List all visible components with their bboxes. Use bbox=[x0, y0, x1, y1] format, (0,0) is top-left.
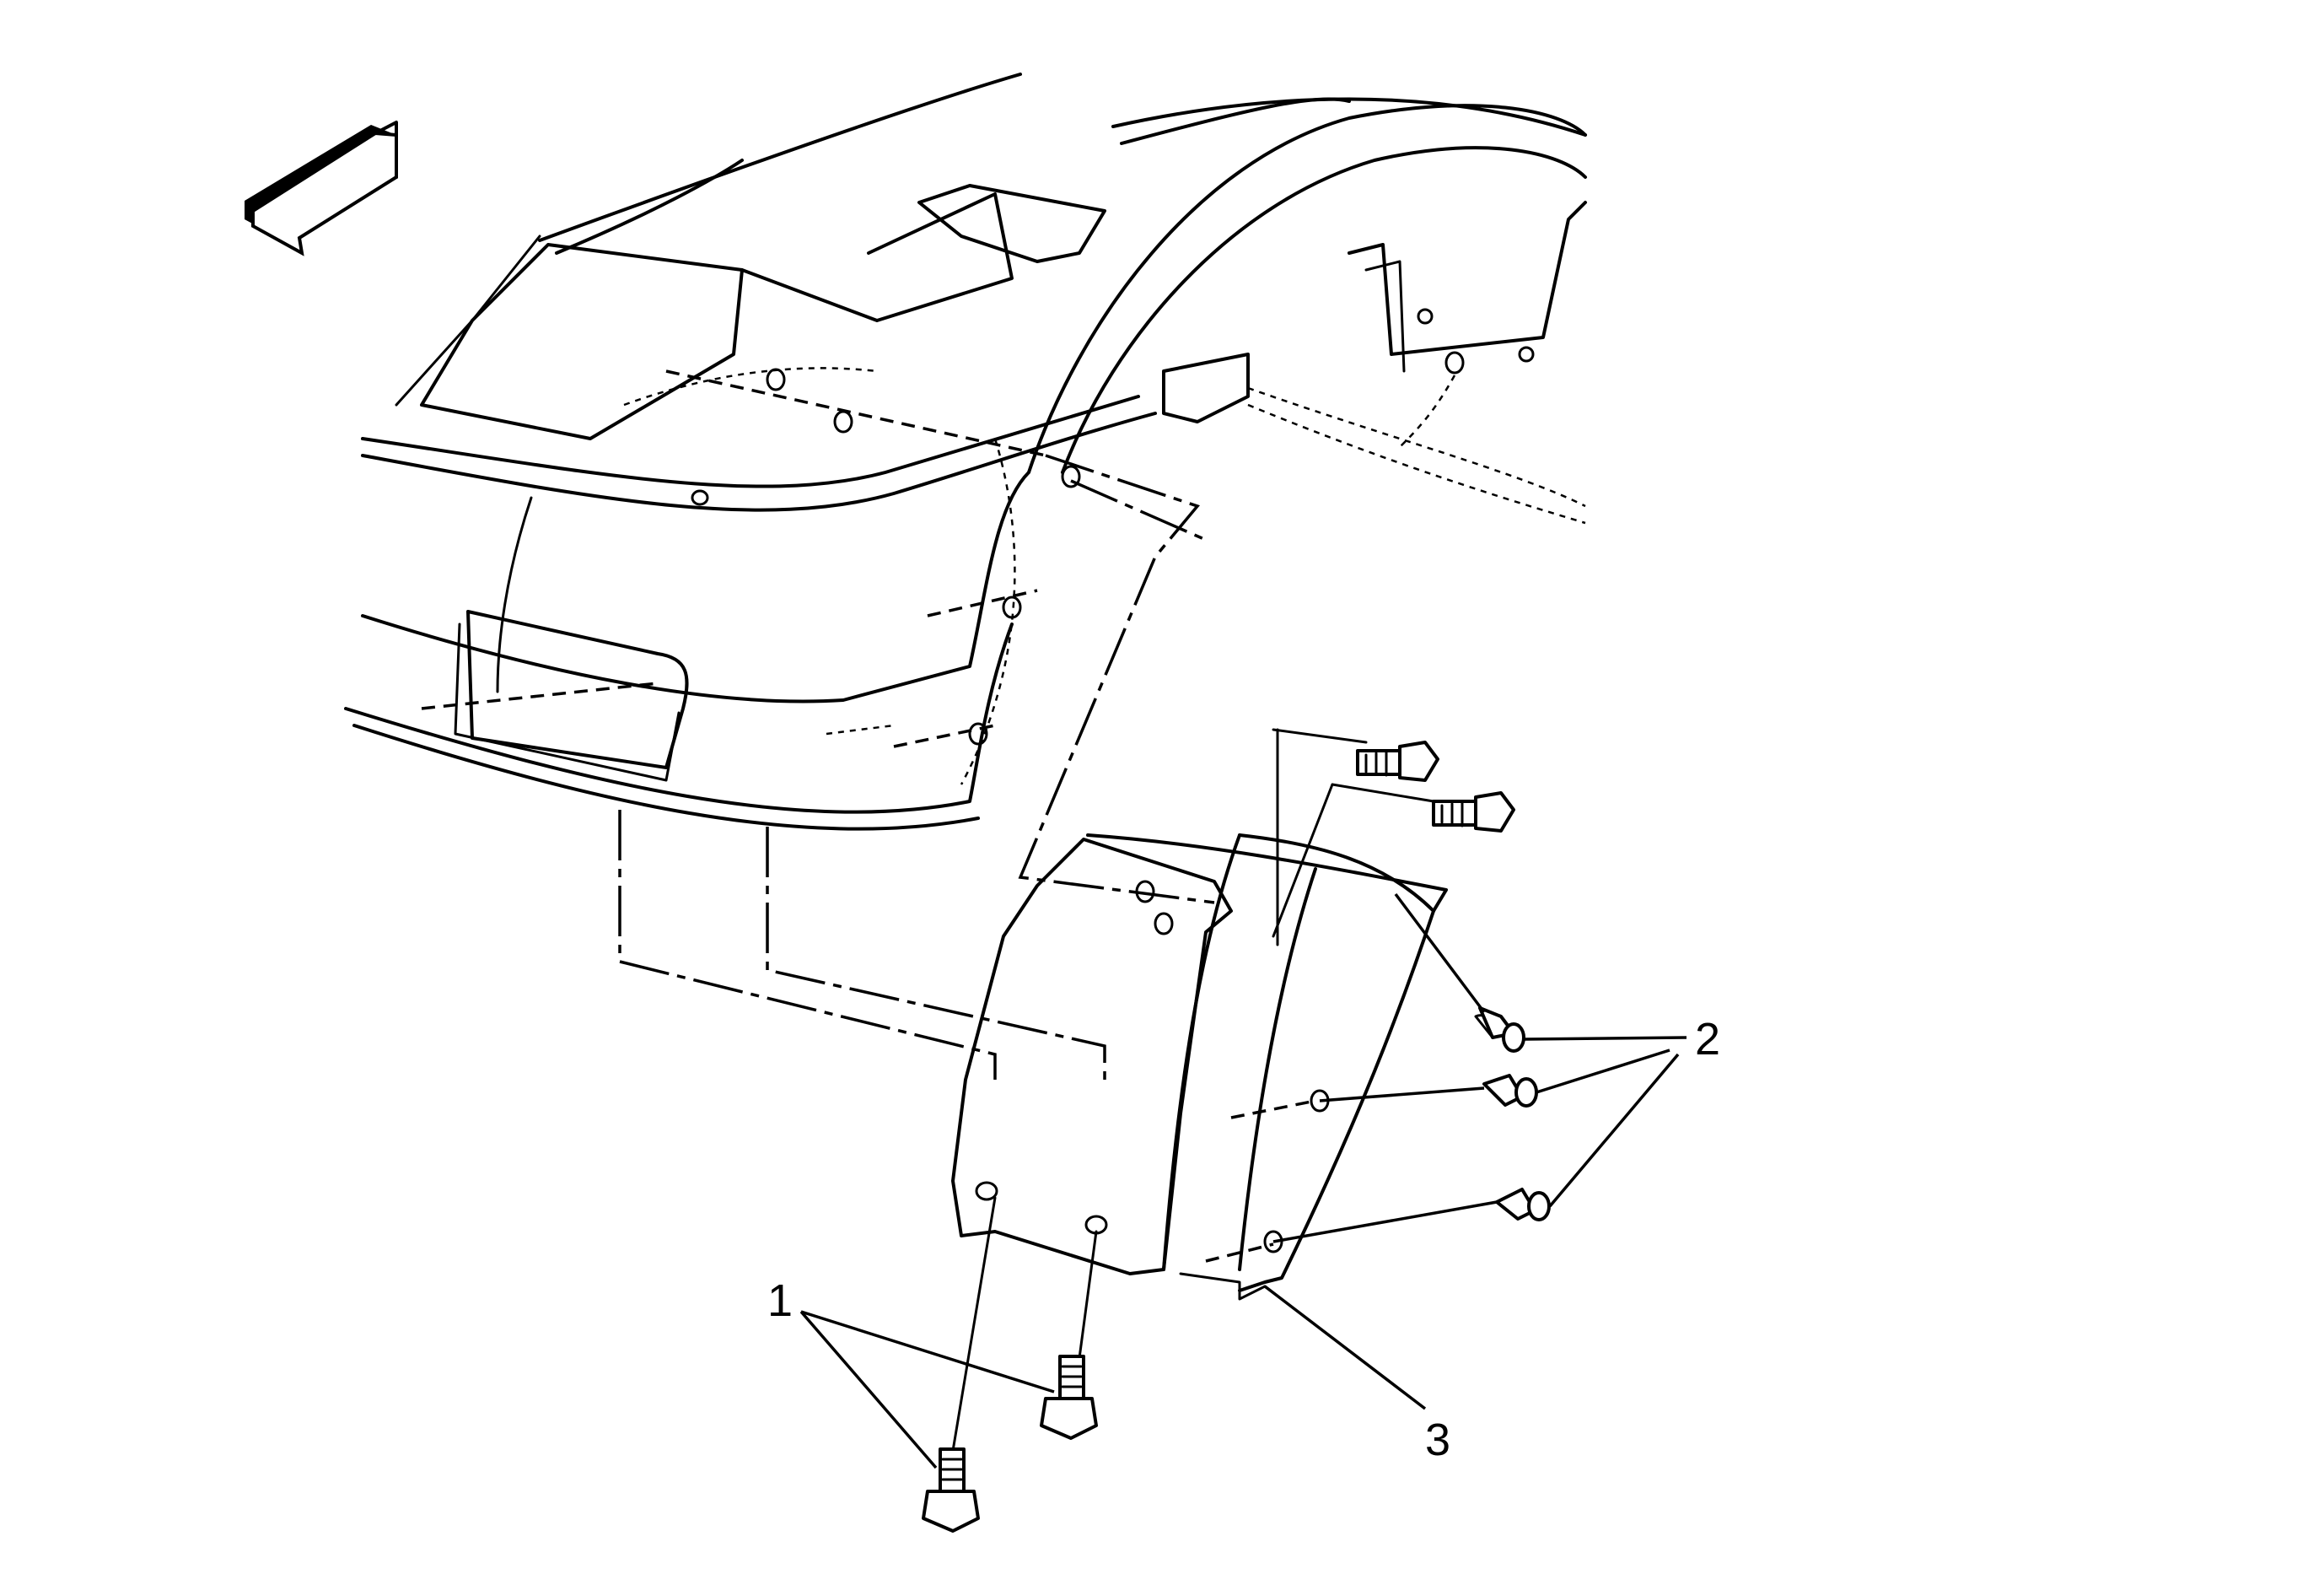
vehicle-front-body bbox=[344, 73, 1587, 831]
callout-1: 1 bbox=[767, 1275, 793, 1326]
lower-bolt-2 bbox=[1040, 1230, 1098, 1440]
callout-2: 2 bbox=[1695, 1014, 1720, 1065]
upper-bolt-2 bbox=[1272, 783, 1515, 938]
push-pin-3 bbox=[1495, 1188, 1551, 1221]
alignment-lines bbox=[618, 454, 1215, 1080]
push-pin-1 bbox=[1474, 1006, 1525, 1053]
direction-arrow-icon bbox=[245, 121, 398, 256]
lower-bolt-1 bbox=[922, 1196, 997, 1533]
push-pin-2 bbox=[1482, 1074, 1538, 1108]
callout-3: 3 bbox=[1425, 1415, 1450, 1465]
leader-lines bbox=[799, 892, 1687, 1469]
upper-bolt-1 bbox=[1272, 728, 1439, 946]
fender-liner bbox=[951, 833, 1448, 1301]
